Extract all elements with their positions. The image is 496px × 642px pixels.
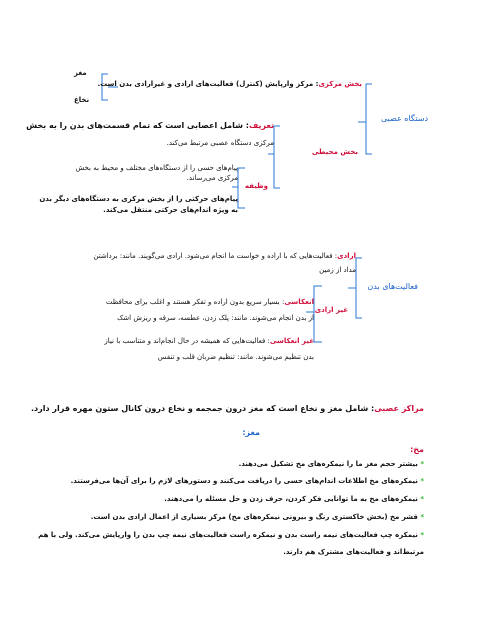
bullet-2: * نیمکره‌های مخ اطلاعات اندام‌های حسی را… (60, 477, 424, 486)
voluntary-line-2: مداد از زمین (319, 266, 356, 274)
star-icon: * (420, 513, 424, 521)
central-part-text: : مرکز وارپایش (کنترل) فعالیت‌های ارادی … (97, 80, 319, 88)
definition-line-2: مرکزی دستگاه عصبی مرتبط می‌کند. (166, 139, 274, 147)
peripheral-part-label: بخش محیطی (311, 148, 358, 156)
central-part-label: بخش مرکزی (318, 80, 362, 88)
reflex-line-2: از بدن انجام می‌شوند. مانند: پلک زدن، عط… (117, 314, 314, 322)
bullet-4: * قشر مخ (بخش خاکستری رنگ و بیرونی نیمکر… (60, 513, 424, 522)
central-part-row: بخش مرکزی: مرکز وارپایش (کنترل) فعالیت‌ه… (97, 80, 362, 89)
function-1-line-2: مرکزی می‌رساند. (186, 174, 238, 182)
nerve-centers-label: مراکز عصبی (374, 404, 424, 413)
star-icon: * (420, 460, 424, 468)
involuntary-label: غیر ارادی (314, 306, 348, 314)
cerebrum-heading: مخ: (410, 445, 424, 454)
body-activities-title: فعالیت‌های بدن (367, 282, 418, 291)
voluntary-line-1: ارادی: فعالیت‌هایی که با اراده و خواست م… (70, 252, 356, 261)
bullet-2-text: نیمکره‌های مخ اطلاعات اندام‌های حسی را د… (70, 477, 418, 485)
function-2-line-1: پیام‌های حرکتی را از بخش مرکزی به دستگاه… (39, 195, 238, 203)
definition-line-1: تعریف: شامل اعصابی است که تمام قسمت‌های … (26, 121, 274, 131)
nonreflex-text-1: : فعالیت‌هایی که همیشه در حال انجام‌اند … (104, 337, 270, 345)
brain-label: مغز (74, 69, 87, 77)
function-1-line-1: پیام‌های حسی را از دستگاه‌های مختلف و مح… (75, 164, 238, 172)
brain-heading: مغز: (242, 428, 260, 437)
bullet-3-text: نیمکره‌های مخ به ما توانایی فکر کردن، حر… (164, 495, 418, 503)
bullet-3: * نیمکره‌های مخ به ما توانایی فکر کردن، … (60, 495, 424, 504)
bullet-5-text-1: نیمکره چپ فعالیت‌های نیمه راست بدن و نیم… (38, 531, 418, 539)
definition-text-1: : شامل اعصابی است که تمام قسمت‌های بدن ر… (26, 121, 249, 130)
nerve-centers-paragraph: مراکز عصبی: شامل مغز و نخاع است که مغز د… (31, 404, 424, 414)
bullet-5-line-1: * نیمکره چپ فعالیت‌های نیمه راست بدن و ن… (38, 531, 424, 540)
star-icon: * (420, 477, 424, 485)
function-2-line-2: به ویژه اندام‌های حرکتی منتقل می‌کند. (103, 206, 238, 214)
bullet-4-text: قشر مخ (بخش خاکستری رنگ و بیرونی نیمکره‌… (90, 513, 418, 521)
bullet-5-line-2: مرتبط‌اند و فعالیت‌های مشترک هم دارند. (283, 548, 424, 556)
bullet-1: * بیشتر حجم مغز ما را نیمکره‌های مخ تشکی… (60, 460, 424, 469)
nonreflex-line-1: غیر انعکاسی: فعالیت‌هایی که همیشه در حال… (100, 337, 314, 346)
nonreflex-line-2: بدن تنظیم می‌شوند. مانند: تنظیم ضربان قل… (157, 353, 314, 361)
voluntary-label: ارادی (337, 252, 356, 260)
reflex-line-1: انعکاسی: بسیار سریع بدون اراده و تفکر هس… (100, 298, 314, 307)
star-icon: * (420, 531, 424, 539)
bullet-1-text: بیشتر حجم مغز ما را نیمکره‌های مخ تشکیل … (238, 460, 418, 468)
star-icon: * (420, 495, 424, 503)
nonreflex-label: غیر انعکاسی (269, 337, 314, 345)
voluntary-text-1: : فعالیت‌هایی که با اراده و خواست ما انج… (93, 252, 338, 260)
reflex-text-1: : بسیار سریع بدون اراده و تفکر هستند و ا… (105, 298, 285, 306)
reflex-label: انعکاسی (284, 298, 314, 306)
spinal-cord-label: نخاع (74, 96, 90, 104)
function-label: وظیفه (244, 182, 268, 190)
nervous-system-title: دستگاه عصبی (380, 114, 428, 123)
definition-label: تعریف (248, 121, 274, 130)
nerve-centers-text: : شامل مغز و نخاع است که مغز درون جمجمه … (30, 404, 375, 413)
